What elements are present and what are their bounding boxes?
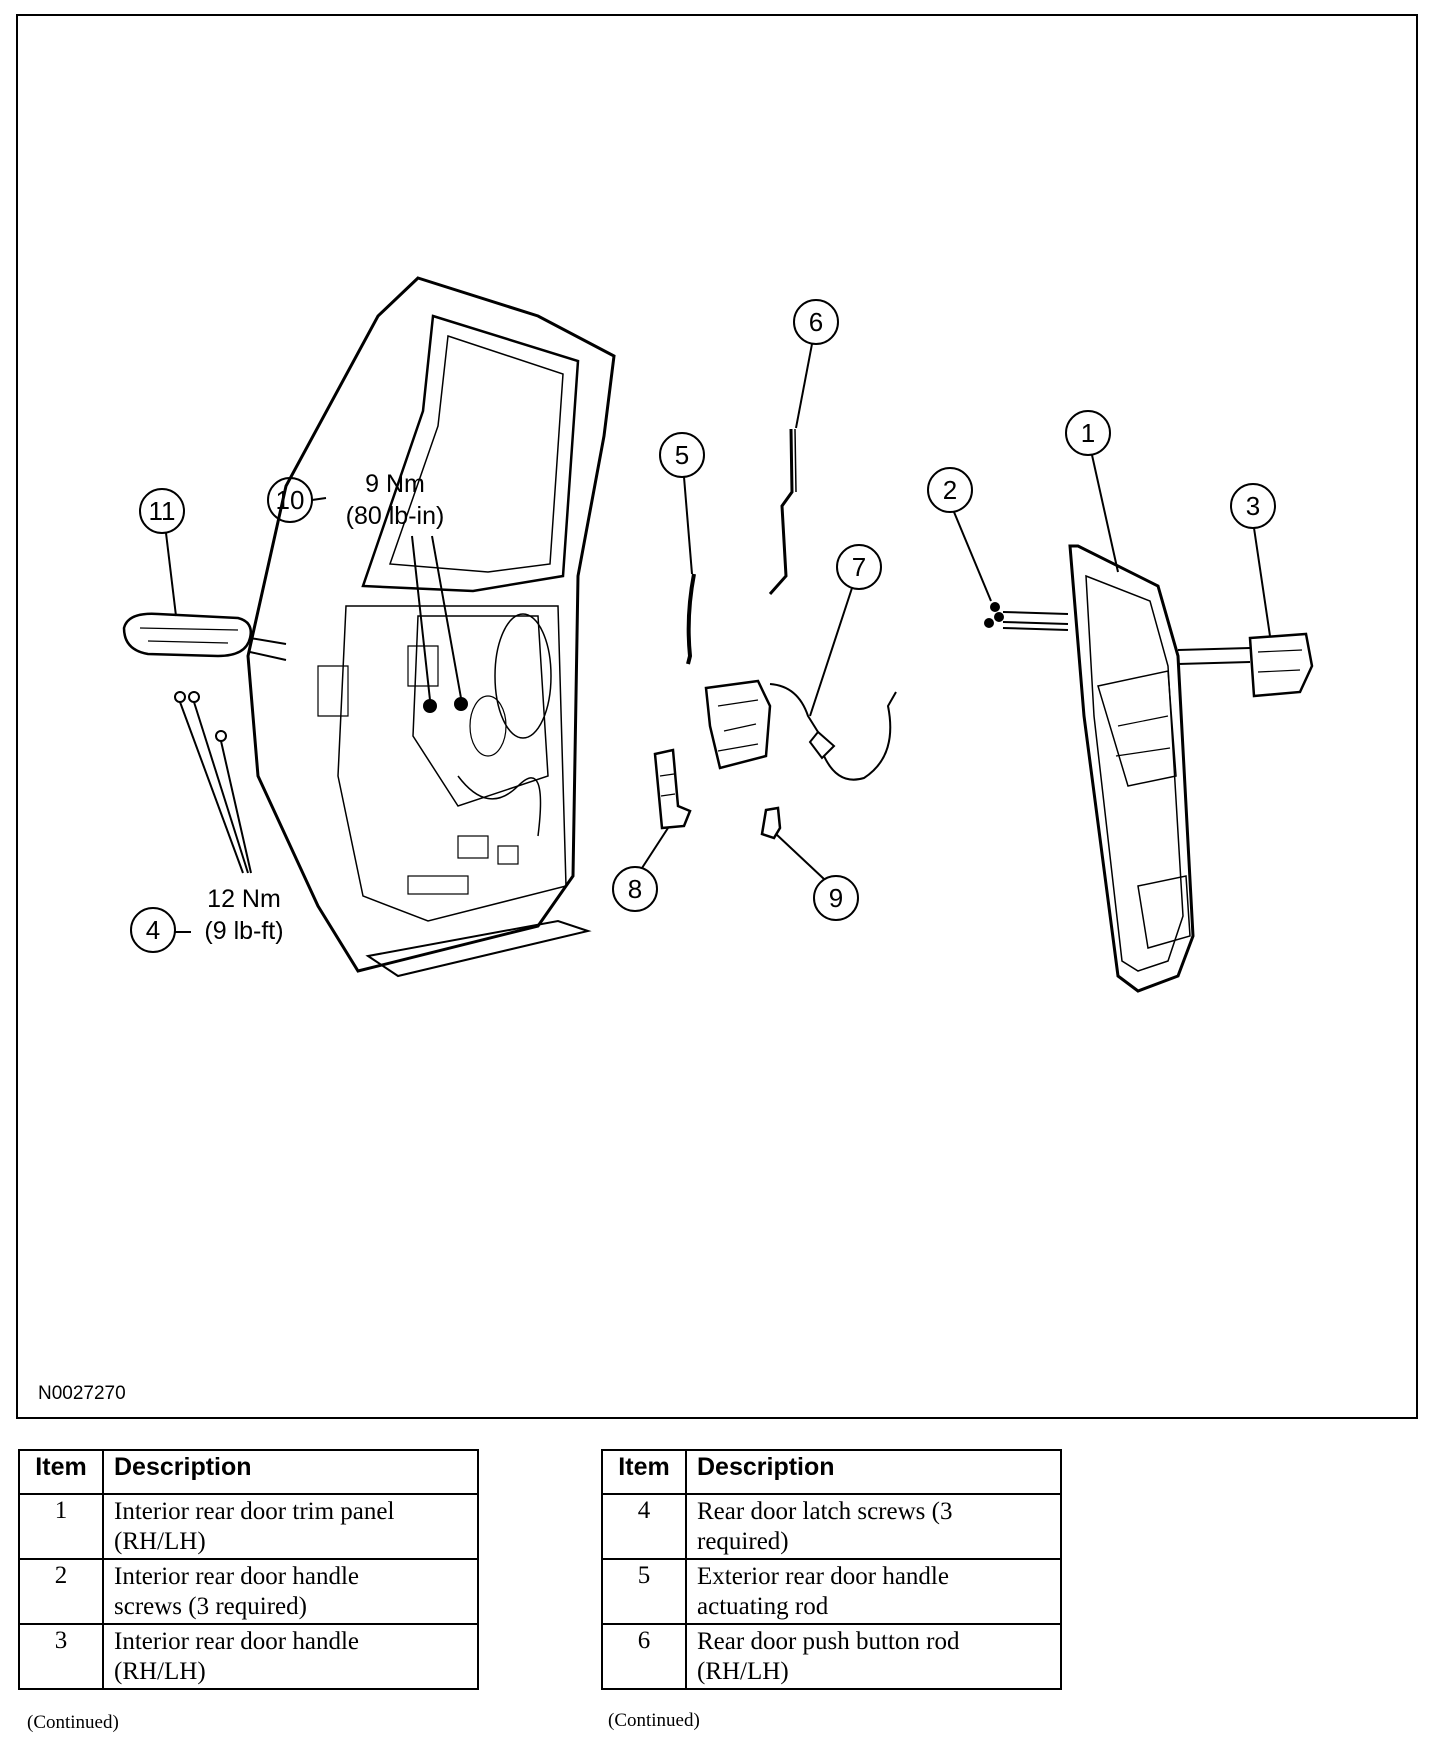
callout-label-2: 2 — [943, 475, 957, 505]
torque-latch-line1: 12 Nm — [207, 885, 281, 913]
callout-10: 10 — [267, 477, 462, 701]
legend-header-item: Item — [601, 1449, 687, 1495]
torque-spec-latch-screws: 12 Nm (9 lb-ft) — [204, 885, 283, 945]
table-row: 3 Interior rear door handle(RH/LH) — [18, 1623, 479, 1690]
callout-label-5: 5 — [675, 440, 689, 470]
push-button-rod — [768, 428, 794, 595]
description-line: (RH/LH) — [114, 1657, 206, 1685]
description-line: Interior rear door handle — [114, 1563, 360, 1590]
description-line: Rear door latch screws (3 — [697, 1498, 953, 1525]
trim-panel — [1068, 544, 1195, 993]
torque-spec-handle-screws: 9 Nm (80 lb-in) — [346, 470, 445, 530]
description-line: (RH/LH) — [697, 1657, 789, 1685]
callout-label-9: 9 — [829, 883, 843, 913]
latch-clip — [760, 806, 782, 840]
legend-header-item: Item — [18, 1449, 104, 1495]
callout-9: 9 — [775, 833, 859, 921]
legend-item-description: Interior rear door handle(RH/LH) — [102, 1623, 479, 1690]
description-line: Interior rear door trim panel — [114, 1498, 395, 1525]
callout-3: 3 — [1230, 483, 1276, 637]
legend-header-row: Item Description — [18, 1449, 479, 1495]
description-line: (RH/LH) — [114, 1527, 206, 1555]
callout-5: 5 — [659, 432, 705, 575]
rear-door-shell — [246, 276, 616, 978]
callout-label-3: 3 — [1246, 491, 1260, 521]
callout-6: 6 — [793, 299, 839, 429]
callout-11: 11 — [139, 488, 185, 617]
torque-latch-line2: (9 lb-ft) — [204, 917, 283, 945]
table-row: 1 Interior rear door trim panel(RH/LH) — [18, 1493, 479, 1560]
exploded-view-illustration: 1 2 3 4 5 6 7 — [122, 276, 1314, 993]
callout-8: 8 — [612, 827, 669, 912]
legend-table-left: Item Description 1 Interior rear door tr… — [18, 1449, 479, 1690]
legend-item-number: 4 — [601, 1493, 687, 1560]
legend-item-number: 5 — [601, 1558, 687, 1625]
continued-note-left: (Continued) — [27, 1712, 119, 1733]
description-line: screws (3 required) — [114, 1592, 307, 1620]
legend-item-number: 1 — [18, 1493, 104, 1560]
legend-header-description: Description — [685, 1449, 1062, 1495]
callout-label-4: 4 — [146, 915, 160, 945]
legend-item-description: Rear door push button rod(RH/LH) — [685, 1623, 1062, 1690]
callout-4: 4 — [130, 907, 191, 953]
door-latch — [704, 679, 897, 781]
torque-handle-line1: 9 Nm — [365, 470, 425, 498]
torque-handle-line2: (80 lb-in) — [346, 502, 445, 530]
callout-label-7: 7 — [852, 552, 866, 582]
table-row: 6 Rear door push button rod(RH/LH) — [601, 1623, 1062, 1690]
legend-table-right: Item Description 4 Rear door latch screw… — [601, 1449, 1062, 1690]
interior-door-handle — [1177, 632, 1314, 698]
callout-7: 7 — [809, 544, 882, 717]
lock-cylinder-bracket — [653, 748, 692, 830]
continued-note-right: (Continued) — [608, 1710, 700, 1731]
legend-item-number: 6 — [601, 1623, 687, 1690]
description-line: Interior rear door handle — [114, 1628, 360, 1655]
actuating-rod — [686, 573, 696, 665]
diagram-frame: 1 2 3 4 5 6 7 — [16, 14, 1418, 1419]
callout-label-1: 1 — [1081, 418, 1095, 448]
legend-item-number: 3 — [18, 1623, 104, 1690]
description-line: Exterior rear door handle — [697, 1563, 949, 1590]
description-line: Rear door push button rod — [697, 1628, 960, 1655]
latch-screws — [174, 691, 252, 874]
description-line: required) — [697, 1527, 789, 1555]
callout-2: 2 — [927, 467, 992, 602]
description-line: actuating rod — [697, 1592, 829, 1620]
callout-label-11: 11 — [149, 496, 176, 526]
figure-id: N0027270 — [38, 1383, 126, 1404]
callout-label-8: 8 — [628, 874, 642, 904]
callout-label-6: 6 — [809, 307, 823, 337]
legend-header-description: Description — [102, 1449, 479, 1495]
legend-item-number: 2 — [18, 1558, 104, 1625]
handle-screws — [984, 602, 1069, 631]
exterior-door-handle — [122, 612, 287, 661]
legend-item-description: Interior rear door trim panel(RH/LH) — [102, 1493, 479, 1560]
legend-header-row: Item Description — [601, 1449, 1062, 1495]
callout-label-10: 10 — [276, 485, 305, 515]
callout-1: 1 — [1065, 410, 1119, 573]
